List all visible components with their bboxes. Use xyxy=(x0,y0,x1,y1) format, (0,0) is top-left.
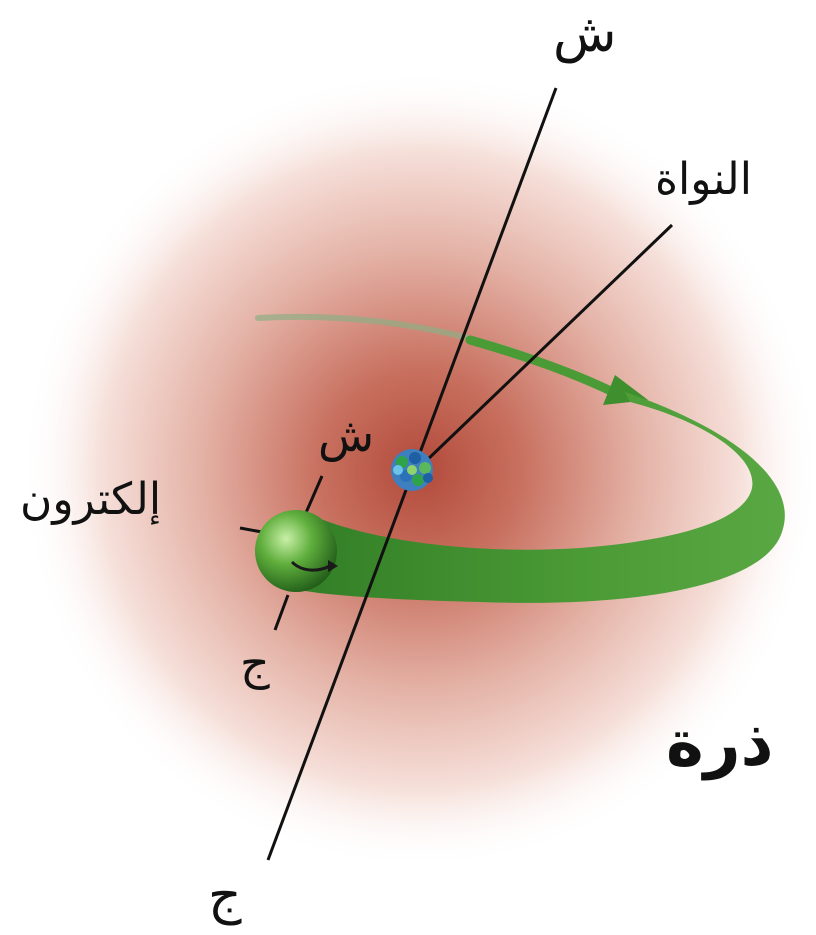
electron-axis-north-label: ش xyxy=(318,412,374,458)
nucleus xyxy=(391,449,433,491)
nucleus-label: النواة xyxy=(655,158,752,202)
electron-label: إلكترون xyxy=(20,478,161,522)
axis-south-label-bottom: ج xyxy=(208,870,242,922)
electron-axis-south-label: ج xyxy=(240,640,270,686)
axis-north-label-top: ش xyxy=(553,8,616,60)
electron xyxy=(255,510,337,592)
diagram-title: ذرة xyxy=(666,712,773,776)
